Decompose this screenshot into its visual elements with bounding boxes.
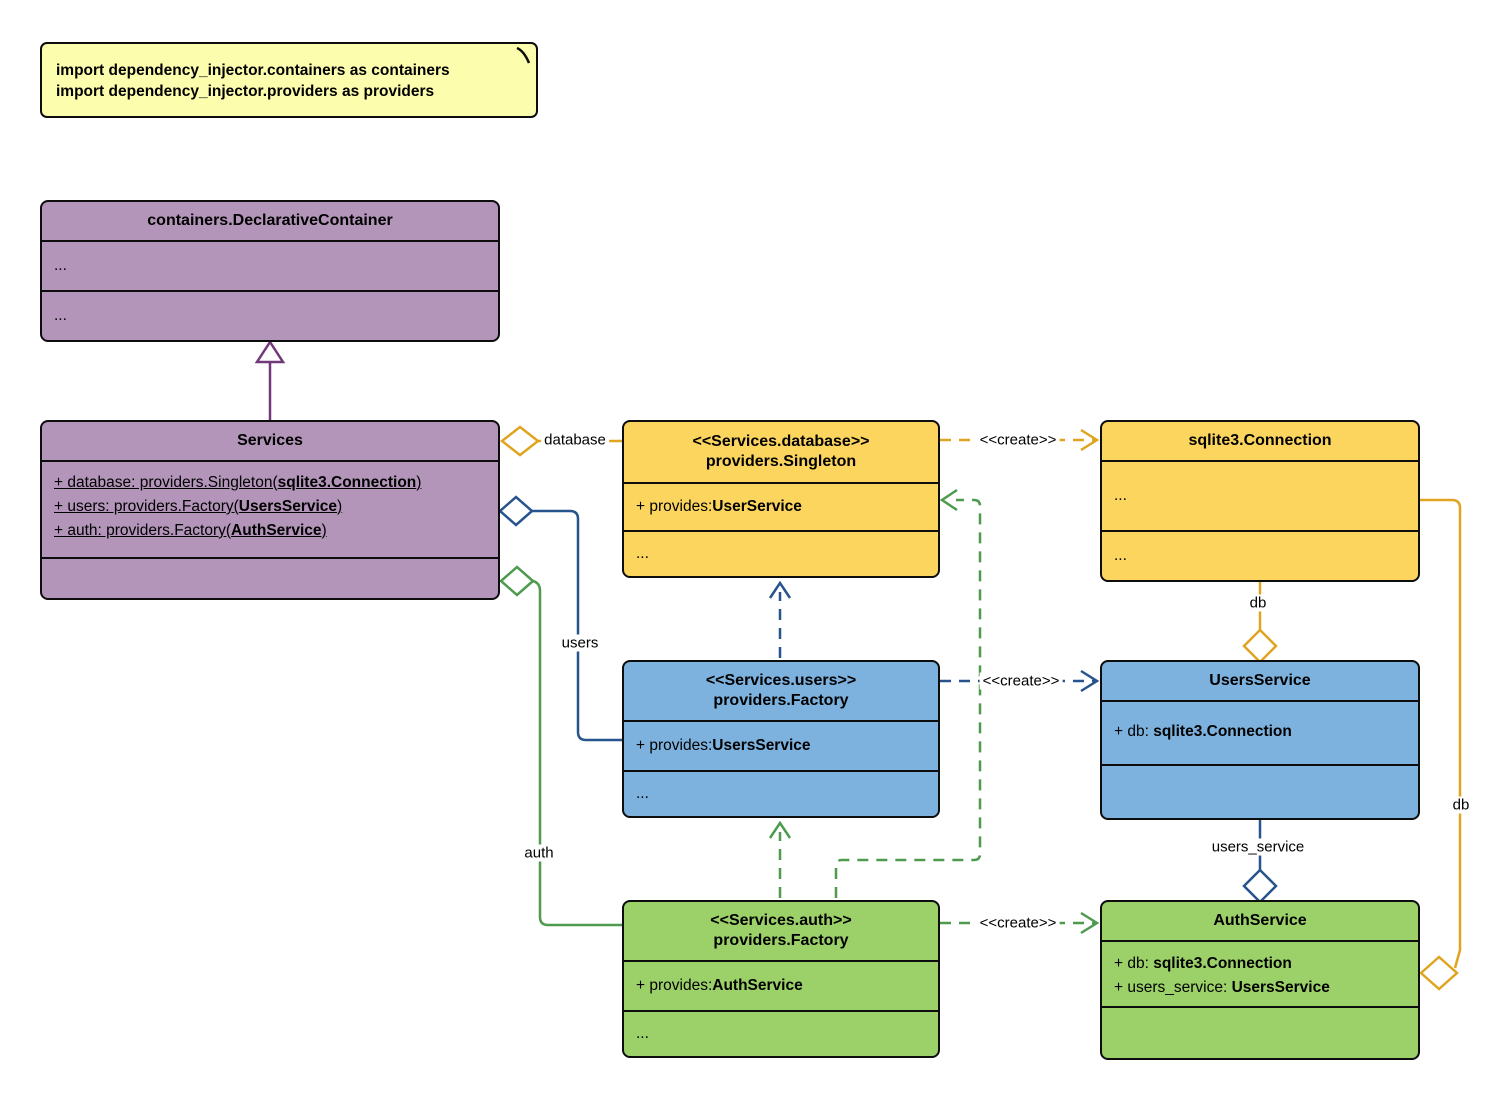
class-row: ... [42, 290, 498, 340]
attribute-db: + db: sqlite3.Connection [1114, 723, 1292, 740]
class-row-empty [42, 557, 498, 598]
edge-label-users: users [558, 634, 602, 652]
edge-label-create-users: <<create>> [979, 672, 1063, 690]
class-title: AuthService [1213, 912, 1307, 929]
note-fold-icon [516, 46, 531, 64]
note-line: import dependency_injector.providers as … [56, 83, 435, 100]
class-attributes: + db: sqlite3.Connection [1102, 700, 1418, 764]
class-factory-users: <<Services.users>> providers.Factory + p… [622, 660, 940, 818]
title-text: providers.Factory [713, 692, 849, 709]
attribute-users-service: + users_service: UsersService [1114, 979, 1330, 996]
class-attributes: + database: providers.Singleton(sqlite3.… [42, 460, 498, 557]
attribute-database: + database: providers.Singleton(sqlite3.… [54, 474, 422, 491]
stereotype: <<Services.auth>> [710, 912, 852, 929]
class-row: ... [624, 770, 938, 816]
title-text: providers.Factory [713, 932, 849, 949]
edge-label-auth: auth [521, 844, 557, 862]
class-row-empty [1102, 1006, 1418, 1058]
class-title: Services [237, 432, 303, 449]
attribute-provides: + provides: UsersService [624, 720, 938, 770]
class-row: ... [624, 1010, 938, 1056]
class-singleton-database: <<Services.database>> providers.Singleto… [622, 420, 940, 578]
class-title: <<Services.database>> providers.Singleto… [624, 422, 938, 482]
class-auth-service: AuthService + db: sqlite3.Connection + u… [1100, 900, 1420, 1060]
attribute-provides: + provides: UserService [624, 482, 938, 530]
inheritance-arrow [254, 339, 286, 420]
class-factory-auth: <<Services.auth>> providers.Factory + pr… [622, 900, 940, 1058]
edge-label-db-mid: db [1246, 594, 1270, 612]
stereotype: <<Services.users>> [705, 672, 857, 689]
dependency-users-to-singleton [768, 580, 792, 658]
attribute-auth: + auth: providers.Factory(AuthService) [54, 522, 327, 539]
edge-label-create-auth: <<create>> [976, 914, 1060, 932]
class-title: containers.DeclarativeContainer [147, 212, 393, 229]
attribute-users: + users: providers.Factory(UsersService) [54, 498, 343, 515]
aggregation-users [498, 495, 622, 742]
edge-label-database: database [541, 431, 609, 449]
class-title: <<Services.auth>> providers.Factory [624, 902, 938, 960]
class-row: ... [42, 240, 498, 290]
class-users-service: UsersService + db: sqlite3.Connection [1100, 660, 1420, 820]
aggregation-auth [499, 565, 622, 927]
aggregation-db-right [1419, 498, 1462, 991]
dependency-auth-to-singleton [834, 488, 982, 898]
edge-label-db-right: db [1449, 796, 1473, 814]
edge-label-users-service: users_service [1208, 838, 1308, 856]
title-text: providers.Singleton [705, 453, 857, 470]
class-row: ... [624, 530, 938, 576]
note-line: import dependency_injector.containers as… [56, 62, 450, 79]
attribute-db: + db: sqlite3.Connection [1114, 955, 1292, 972]
class-services: Services + database: providers.Singleton… [40, 420, 500, 600]
class-title: UsersService [1209, 672, 1311, 689]
class-row: ... [1102, 460, 1418, 530]
imports-note: import dependency_injector.containers as… [40, 42, 538, 118]
class-row: ... [1102, 530, 1418, 580]
class-attributes: + db: sqlite3.Connection + users_service… [1102, 940, 1418, 1006]
edge-label-create-database: <<create>> [976, 431, 1060, 449]
aggregation-users-service [1242, 820, 1278, 904]
attribute-provides: + provides: AuthService [624, 960, 938, 1010]
class-title: <<Services.users>> providers.Factory [624, 662, 938, 720]
dependency-auth-to-users [768, 820, 792, 898]
class-row-empty [1102, 764, 1418, 818]
class-declarative-container: containers.DeclarativeContainer ... ... [40, 200, 500, 342]
class-sqlite3-connection: sqlite3.Connection ... ... [1100, 420, 1420, 582]
stereotype: <<Services.database>> [692, 433, 870, 450]
class-title: sqlite3.Connection [1188, 432, 1332, 449]
